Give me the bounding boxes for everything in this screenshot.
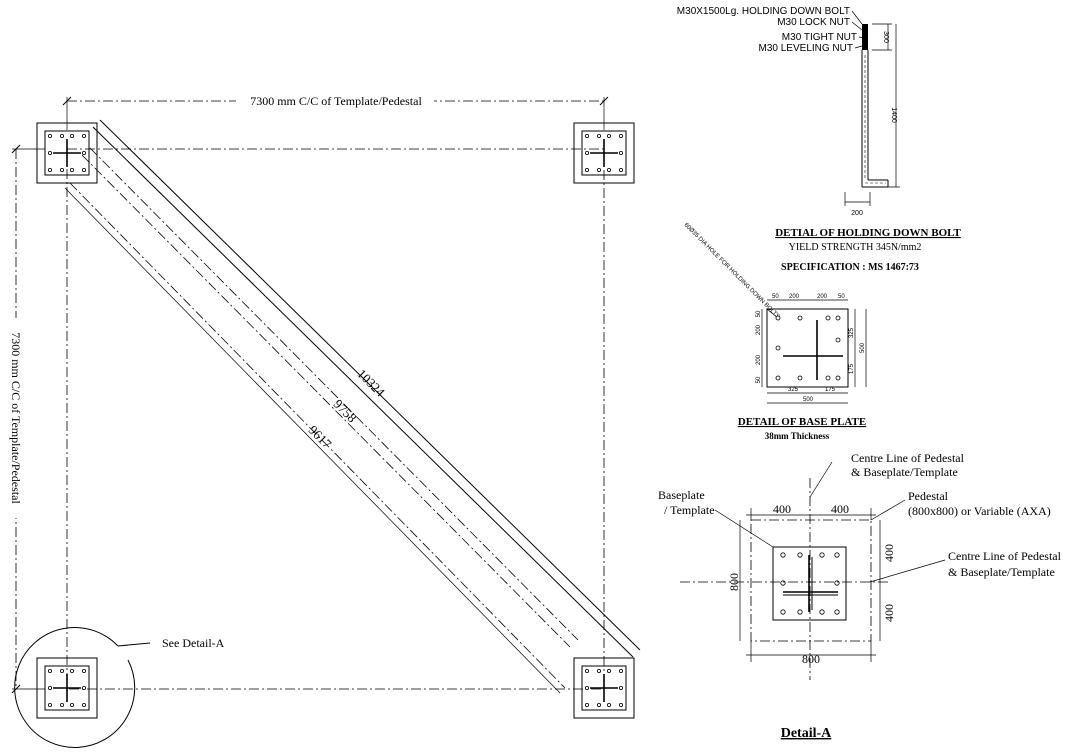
pedestal-bottom-left bbox=[36, 657, 98, 719]
top-dimension-label: 7300 mm C/C of Template/Pedestal bbox=[250, 94, 422, 108]
lock-nut-label: M30 LOCK NUT bbox=[777, 17, 850, 28]
diagonal-label-2: 9758 bbox=[331, 396, 360, 425]
hole-note: 60Ø35 DIA HOLE FOR HOLDING DOWN BOLTS bbox=[683, 222, 781, 320]
diagonal-label-3: 9617 bbox=[306, 422, 335, 451]
base-plate-thickness: 38mm Thickness bbox=[765, 431, 830, 441]
bolt-dim-bottom: 200 bbox=[851, 210, 863, 217]
centre-line-top-2: & Baseplate/Template bbox=[851, 465, 958, 479]
diagonal-label-1: 10324 bbox=[354, 366, 388, 400]
detail-a-dim-right-top: 400 bbox=[882, 544, 896, 562]
bp-dim-right-1: 325 bbox=[849, 327, 855, 338]
detail-a-dim-top-right: 400 bbox=[831, 502, 849, 516]
bolt-label: M30X1500Lg. HOLDING DOWN BOLT bbox=[677, 6, 850, 17]
pedestal-top-right bbox=[573, 122, 635, 184]
bp-dim-right-2: 500 bbox=[860, 342, 866, 353]
bp-dim-right-3: 175 bbox=[849, 363, 855, 374]
diagonal-measurements: 10324 9758 9617 bbox=[64, 119, 641, 694]
tight-nut-label: M30 TIGHT NUT bbox=[782, 32, 857, 43]
bolt-dim-length: 1400 bbox=[890, 107, 897, 123]
detail-a-dim-top-left: 400 bbox=[773, 502, 791, 516]
centre-line-top-1: Centre Line of Pedestal bbox=[851, 451, 965, 465]
pedestal-centerline-square bbox=[66, 148, 605, 690]
baseplate-label-1: Baseplate bbox=[658, 488, 705, 502]
bp-dim-left-3: 200 bbox=[756, 354, 762, 365]
bp-dim-left-4: 50 bbox=[756, 376, 762, 383]
left-dimension: 7300 mm C/C of Template/Pedestal bbox=[8, 144, 24, 694]
plan-view: 7300 mm C/C of Template/Pedestal 7300 mm… bbox=[8, 93, 641, 749]
base-plate-detail: 60Ø35 DIA HOLE FOR HOLDING DOWN BOLTS 50… bbox=[683, 222, 867, 441]
see-detail-label: See Detail-A bbox=[162, 636, 225, 650]
detail-a-dim-left: 800 bbox=[727, 573, 741, 591]
detail-a-dim-right-bottom: 400 bbox=[882, 604, 896, 622]
baseplate-outline bbox=[772, 546, 847, 621]
pedestal-label-1: Pedestal bbox=[908, 489, 949, 503]
bp-dim-bottom-2: 175 bbox=[825, 387, 836, 393]
bp-dim-left-1: 50 bbox=[756, 310, 762, 317]
centre-line-right-2: & Baseplate/Template bbox=[948, 565, 1055, 579]
pedestal-top-left bbox=[36, 122, 98, 184]
detail-a-callout: See Detail-A bbox=[14, 627, 225, 749]
baseplate-label-2: / Template bbox=[664, 503, 715, 517]
left-dimension-label: 7300 mm C/C of Template/Pedestal bbox=[9, 332, 23, 504]
leveling-nut-label: M30 LEVELING NUT bbox=[759, 43, 853, 54]
detail-a-dim-bottom: 800 bbox=[802, 652, 820, 666]
detail-a-title: Detail-A bbox=[781, 726, 832, 741]
bp-dim-top-4: 50 bbox=[838, 294, 845, 300]
detail-a: 400 400 400 400 800 800 Centre Line of P… bbox=[658, 451, 1062, 741]
bp-dim-left-2: 200 bbox=[756, 324, 762, 335]
bolt-yield: YIELD STRENGTH 345N/mm2 bbox=[789, 242, 922, 253]
bolt-dim-top: 300 bbox=[882, 31, 889, 43]
bolt-detail-title: DETIAL OF HOLDING DOWN BOLT bbox=[775, 227, 961, 239]
bp-dim-top-1: 50 bbox=[772, 294, 779, 300]
base-plate-title: DETAIL OF BASE PLATE bbox=[738, 416, 866, 428]
bp-dim-bottom-3: 500 bbox=[803, 397, 814, 403]
pedestal-label-2: (800x800) or Variable (AXA) bbox=[908, 504, 1051, 518]
bp-dim-top-3: 200 bbox=[817, 294, 828, 300]
pedestal-bottom-right bbox=[573, 657, 635, 719]
bp-dim-bottom-1: 325 bbox=[788, 387, 799, 393]
bolt-spec: SPECIFICATION : MS 1467:73 bbox=[781, 262, 919, 273]
top-dimension: 7300 mm C/C of Template/Pedestal bbox=[62, 93, 609, 108]
centre-line-right-1: Centre Line of Pedestal bbox=[948, 549, 1062, 563]
bp-dim-top-2: 200 bbox=[789, 294, 800, 300]
pedestal-outline bbox=[750, 519, 872, 642]
holding-down-bolt-detail: M30X1500Lg. HOLDING DOWN BOLT M30 LOCK N… bbox=[677, 6, 962, 273]
